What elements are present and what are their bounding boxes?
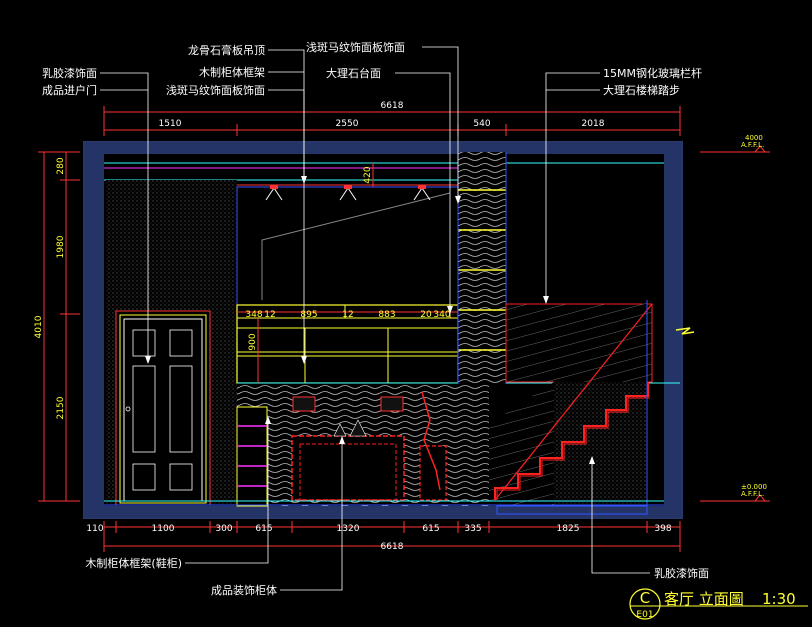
dim-bottom-7: 335 bbox=[464, 524, 481, 534]
label-marble-top: 大理石台面 bbox=[326, 66, 381, 80]
label-zebra-panel-left: 浅斑马纹饰面板饰面 bbox=[166, 83, 265, 97]
dim-top-1: 1510 bbox=[159, 119, 182, 129]
title-circle-icon bbox=[629, 588, 661, 620]
label-latex-paint-top: 乳胶漆饰面 bbox=[42, 66, 97, 80]
spotlight-icon bbox=[339, 185, 357, 201]
label-wood-frame: 木制柜体框架 bbox=[199, 65, 265, 79]
entry-door bbox=[115, 310, 211, 506]
dim-bottom-3: 300 bbox=[215, 524, 232, 534]
dim-bottom-9: 398 bbox=[654, 524, 671, 534]
dim-top-2: 2550 bbox=[336, 119, 359, 129]
dim-bottom-4: 615 bbox=[255, 524, 272, 534]
top-dimensions bbox=[103, 106, 681, 136]
dim-shelf-7: 340 bbox=[433, 310, 450, 320]
ceiling-recess bbox=[236, 185, 459, 306]
level-top-value: 4000 bbox=[745, 134, 763, 142]
dim-shelf-1: 348 bbox=[245, 310, 262, 320]
title-letter: C bbox=[640, 589, 650, 607]
dim-bottom-6: 615 bbox=[422, 524, 439, 534]
stone-column bbox=[457, 152, 507, 384]
decor-cabinet bbox=[291, 391, 447, 501]
title-code: E01 bbox=[636, 610, 653, 620]
title-name: 客厅 立面圖 bbox=[664, 590, 744, 608]
wall-frame bbox=[83, 141, 683, 519]
leader-arrows bbox=[145, 176, 595, 464]
label-glass-rail: 15MM钢化玻璃栏杆 bbox=[603, 66, 702, 80]
label-latex-paint-bottom: 乳胶漆饰面 bbox=[654, 566, 709, 580]
label-zebra-panel-top: 浅斑马纹饰面板饰面 bbox=[306, 40, 405, 54]
label-shoe-cabinet: 木制柜体框架(鞋柜) bbox=[85, 556, 182, 570]
dim-inner-420: 420 bbox=[363, 166, 373, 183]
label-decor-cabinet: 成品装饰柜体 bbox=[211, 583, 277, 597]
inner-dimensions bbox=[237, 163, 458, 383]
dim-left-total: 4010 bbox=[34, 315, 44, 338]
dim-top-3: 540 bbox=[473, 119, 490, 129]
dim-top-4: 2018 bbox=[582, 119, 605, 129]
level-top-unit: A.F.F.L. bbox=[741, 141, 764, 149]
level-bottom-value: ±0.000 bbox=[741, 483, 767, 491]
dim-left-3: 2150 bbox=[56, 396, 66, 419]
left-dimensions bbox=[38, 151, 80, 502]
dim-left-1: 280 bbox=[56, 157, 66, 174]
dim-bottom-8: 1825 bbox=[557, 524, 580, 534]
dim-inner-900: 900 bbox=[248, 333, 258, 350]
shoe-cabinet bbox=[236, 406, 268, 507]
leader-lines bbox=[100, 46, 650, 591]
dim-shelf-4: 12 bbox=[342, 310, 353, 320]
dim-bottom-1: 110 bbox=[86, 524, 103, 534]
label-keel-ceiling: 龙骨石膏板吊顶 bbox=[188, 43, 265, 57]
break-mark bbox=[675, 327, 695, 335]
dim-bottom-2: 1100 bbox=[152, 524, 175, 534]
title-scale: 1:30 bbox=[762, 590, 796, 608]
dim-top-total: 6618 bbox=[381, 101, 404, 111]
dim-shelf-5: 883 bbox=[378, 310, 395, 320]
upper-shelf-unit bbox=[236, 304, 459, 384]
dim-shelf-3: 895 bbox=[300, 310, 317, 320]
spotlight-icon bbox=[413, 185, 431, 201]
staircase bbox=[489, 300, 653, 515]
door-handle bbox=[125, 406, 131, 412]
title-block: C E01 客厅 立面圖 1:30 bbox=[629, 588, 808, 620]
label-entry-door: 成品进户门 bbox=[42, 83, 97, 97]
dim-shelf-2: 12 bbox=[264, 310, 275, 320]
spotlight-icon bbox=[265, 185, 283, 201]
label-marble-stair: 大理石楼梯踏步 bbox=[603, 83, 680, 97]
level-marks bbox=[700, 145, 770, 502]
bottom-dimensions bbox=[103, 521, 681, 552]
dim-bottom-5: 1320 bbox=[337, 524, 360, 534]
level-bottom-unit: A.F.F.L. bbox=[741, 490, 764, 498]
dim-left-2: 1980 bbox=[56, 235, 66, 258]
dim-bottom-total: 6618 bbox=[381, 542, 404, 552]
dim-shelf-6: 20 bbox=[420, 310, 432, 320]
